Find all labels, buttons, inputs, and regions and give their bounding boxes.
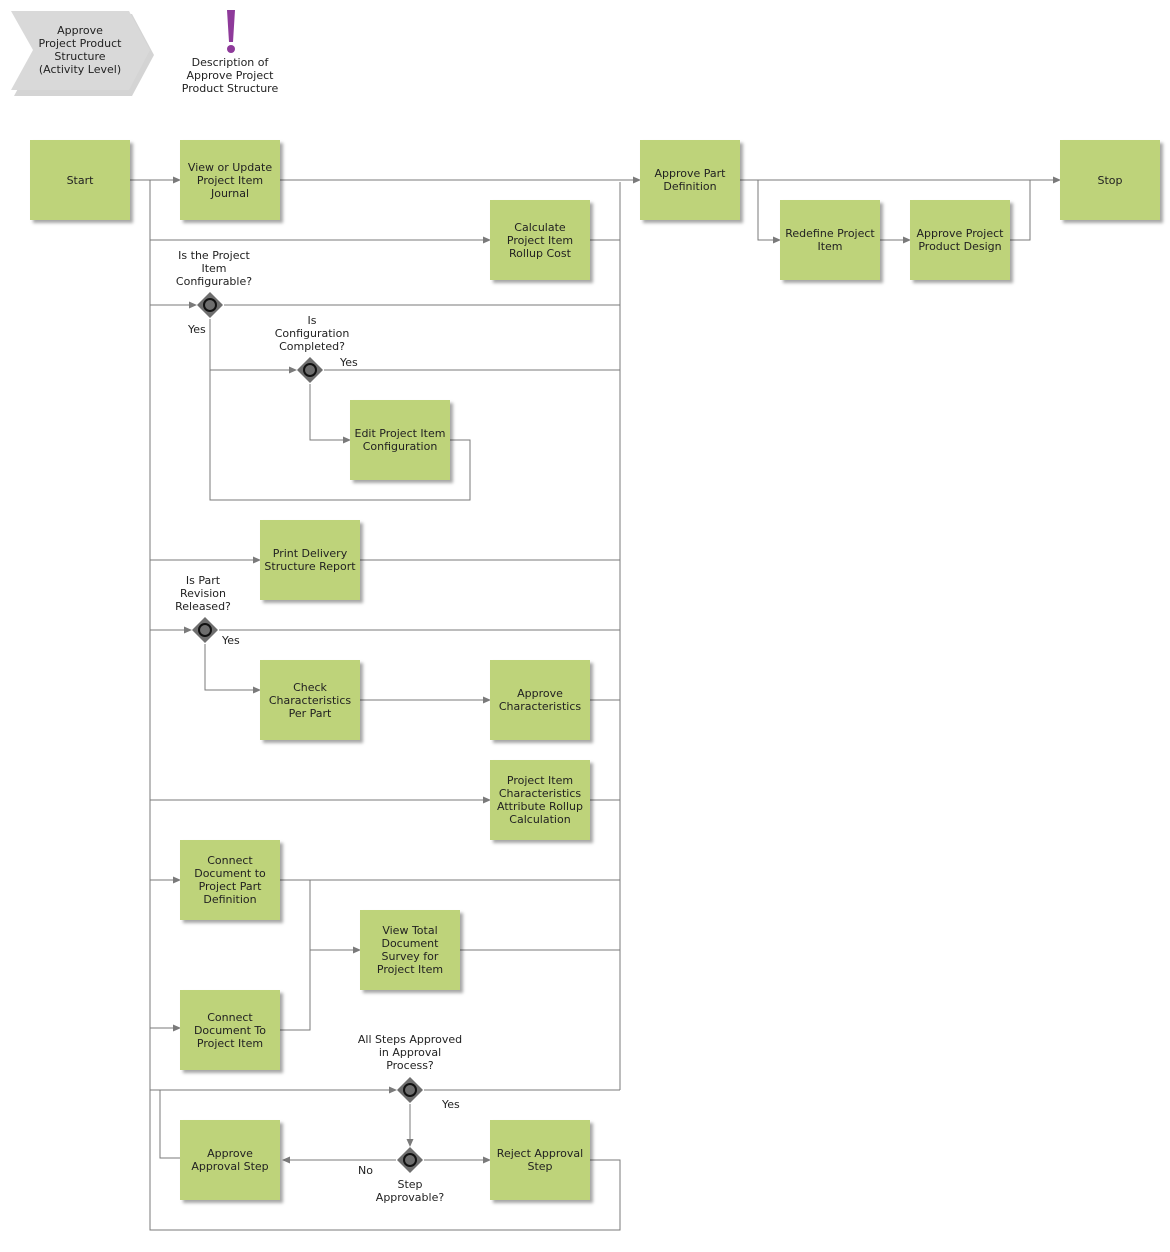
activity-view-total-document-survey[interactable]: View Total Document Survey for Project I… — [360, 910, 460, 990]
activity-view-update-journal[interactable]: View or Update Project Item Journal — [180, 140, 280, 220]
stop-event[interactable]: Stop — [1060, 140, 1160, 220]
process-description-link[interactable]: Description of Approve Project Product S… — [181, 56, 279, 95]
exclamation-icon[interactable] — [222, 8, 240, 54]
gateway-configurable-icon[interactable] — [196, 291, 224, 319]
gateway-part-revision-released-icon[interactable] — [191, 616, 219, 644]
connector-design-stop — [1010, 180, 1031, 241]
activity-reject-approval-step[interactable]: Reject Approval Step — [490, 1120, 590, 1200]
connector-approve-part-redefine — [757, 180, 781, 244]
activity-approve-product-design[interactable]: Approve Project Product Design — [910, 200, 1010, 280]
connector-gateway-completed-no — [309, 384, 351, 444]
activity-connect-document-project-item[interactable]: Connect Document To Project Item — [180, 990, 280, 1070]
activity-approve-part-definition[interactable]: Approve Part Definition — [640, 140, 740, 220]
activity-approve-approval-step[interactable]: Approve Approval Step — [180, 1120, 280, 1200]
gateway-all-steps-approved-icon[interactable] — [396, 1076, 424, 1104]
activity-print-delivery-report[interactable]: Print Delivery Structure Report — [260, 520, 360, 600]
gateway-all-steps-approved-label: All Steps Approved in Approval Process? — [357, 1033, 463, 1072]
gateway-configuration-completed-icon[interactable] — [296, 356, 324, 384]
gateway-step-approvable-label: Step Approvable? — [375, 1178, 445, 1204]
activity-approve-characteristics[interactable]: Approve Characteristics — [490, 660, 590, 740]
start-event[interactable]: Start — [30, 140, 130, 220]
activity-calculate-rollup-cost[interactable]: Calculate Project Item Rollup Cost — [490, 200, 590, 280]
branch-label-released-yes: Yes — [222, 634, 240, 647]
gateway-configuration-completed-label: Is Configuration Completed? — [274, 314, 350, 353]
process-title: Approve Project Product Structure (Activ… — [38, 24, 122, 76]
activity-check-characteristics[interactable]: Check Characteristics Per Part — [260, 660, 360, 740]
gateway-configurable-label: Is the Project Item Configurable? — [175, 249, 253, 288]
branch-label-all-approved-yes: Yes — [442, 1098, 460, 1111]
gateway-step-approvable-icon[interactable] — [396, 1146, 424, 1174]
gateway-part-revision-released-label: Is Part Revision Released? — [175, 574, 231, 613]
connector-edit-loop — [209, 370, 471, 501]
activity-edit-configuration[interactable]: Edit Project Item Configuration — [350, 400, 450, 480]
branch-label-completed-yes: Yes — [340, 356, 358, 369]
branch-label-configurable-yes: Yes — [188, 323, 206, 336]
connector-project-item-to-survey — [280, 950, 311, 1031]
connector-part-def-to-survey — [309, 880, 361, 954]
connector-gateway-released-yes — [204, 644, 261, 694]
activity-characteristics-rollup[interactable]: Project Item Characteristics Attribute R… — [490, 760, 590, 840]
branch-label-step-no: No — [358, 1164, 373, 1177]
process-chevron — [11, 11, 154, 96]
activity-connect-document-part-definition[interactable]: Connect Document to Project Part Definit… — [180, 840, 280, 920]
activity-redefine-project-item[interactable]: Redefine Project Item — [780, 200, 880, 280]
connector-approve-step-loop — [159, 1089, 396, 1159]
